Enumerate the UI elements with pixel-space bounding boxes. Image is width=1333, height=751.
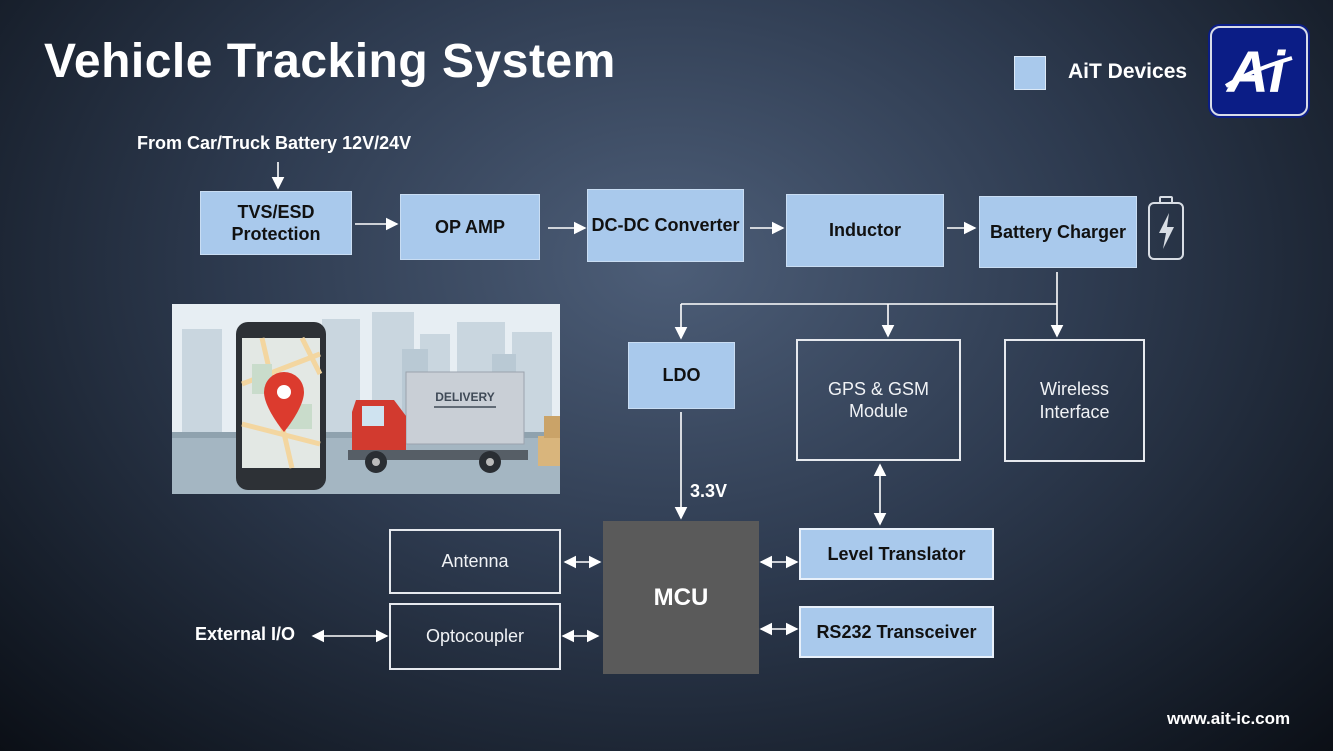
level-translator-block: Level Translator bbox=[799, 528, 994, 580]
source-label: From Car/Truck Battery 12V/24V bbox=[137, 133, 412, 153]
vehicle-tracking-illustration: DELIVERY bbox=[172, 304, 560, 494]
ldo-block: LDO bbox=[628, 342, 735, 409]
antenna-block: Antenna bbox=[389, 529, 561, 594]
map-pin-icon bbox=[264, 372, 304, 432]
rs232-transceiver-block: RS232 Transceiver bbox=[799, 606, 994, 658]
battery-charger-block: Battery Charger bbox=[979, 196, 1137, 268]
svg-text:DELIVERY: DELIVERY bbox=[435, 390, 495, 404]
page-title: Vehicle Tracking System bbox=[44, 35, 616, 88]
op-amp-block: OP AMP bbox=[400, 194, 540, 260]
voltage-label: 3.3V bbox=[690, 481, 728, 501]
website-url: www.ait-ic.com bbox=[1167, 709, 1291, 728]
optocoupler-block: Optocoupler bbox=[389, 603, 561, 670]
legend-swatch bbox=[1014, 56, 1046, 90]
mcu-block: MCU bbox=[603, 521, 759, 674]
inductor-block: Inductor bbox=[786, 194, 944, 267]
legend-label: AiT Devices bbox=[1068, 60, 1188, 83]
tvs-esd-protection-block: TVS/ESD Protection bbox=[200, 191, 352, 255]
battery-charging-icon bbox=[1148, 196, 1184, 260]
wireless-interface-block: Wireless Interface bbox=[1004, 339, 1145, 462]
gps-gsm-module-block: GPS & GSM Module bbox=[796, 339, 961, 461]
ait-logo: Ai bbox=[1210, 26, 1308, 116]
dc-dc-converter-block: DC-DC Converter bbox=[587, 189, 744, 262]
external-io-label: External I/O bbox=[195, 624, 296, 644]
